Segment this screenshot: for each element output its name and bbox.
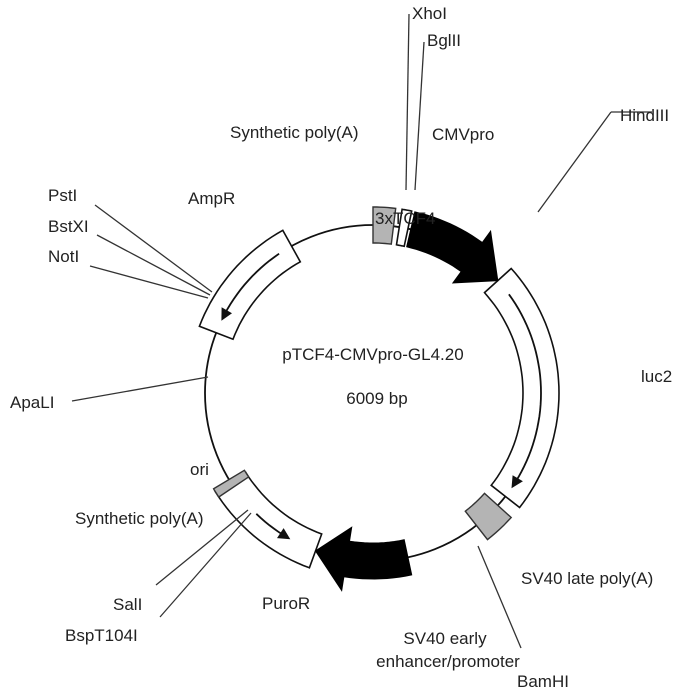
sv40-late-polya-label: SV40 late poly(A) bbox=[521, 569, 653, 588]
sv40-late-polya-feature[interactable] bbox=[464, 492, 513, 541]
cmvpro-label: CMVpro bbox=[432, 125, 494, 144]
sali-leader-line bbox=[155, 509, 249, 586]
apali-label: ApaLI bbox=[10, 393, 54, 412]
noti-leader-line bbox=[89, 265, 209, 299]
ampr-direction-arrowhead bbox=[221, 307, 232, 321]
synthetic-polya-bottom-feature[interactable] bbox=[212, 469, 250, 498]
tcf4-feature[interactable] bbox=[395, 208, 413, 248]
noti-label: NotI bbox=[48, 247, 79, 266]
ampr-feature[interactable] bbox=[198, 229, 302, 341]
hindiii-leader-line-b bbox=[537, 111, 612, 213]
luc2-label: luc2 bbox=[641, 367, 672, 386]
puror-label: PuroR bbox=[262, 594, 310, 613]
bamhi-label: BamHI bbox=[517, 672, 569, 691]
hindiii-label: HindIII bbox=[620, 106, 669, 125]
bamhi-leader-line bbox=[477, 545, 522, 649]
ampr-direction-arrow bbox=[223, 252, 280, 315]
bstxi-label: BstXI bbox=[48, 217, 89, 236]
ampr-label: AmpR bbox=[188, 189, 235, 208]
sali-label: SalI bbox=[113, 595, 142, 614]
ori-label: ori bbox=[190, 460, 209, 479]
bglii-label: BglII bbox=[427, 31, 461, 50]
puror-direction-arrowhead bbox=[277, 528, 291, 540]
psti-label: PstI bbox=[48, 186, 77, 205]
luc2-direction-arrow bbox=[508, 293, 542, 483]
plasmid-size-label: 6009 bp bbox=[346, 389, 407, 408]
tcf4-label: 3xTCF4 bbox=[375, 209, 435, 228]
luc2-feature[interactable] bbox=[483, 267, 560, 509]
synthetic-polya-top-feature[interactable] bbox=[372, 206, 397, 245]
bglii-leader-line bbox=[414, 41, 425, 191]
apali-leader-line bbox=[71, 376, 209, 402]
cmvpro-feature[interactable] bbox=[406, 211, 499, 284]
bspt104i-leader-line bbox=[159, 512, 252, 618]
sv40-early-label-line1: SV40 early bbox=[403, 629, 487, 648]
sv40-early-label-line2: enhancer/promoter bbox=[376, 652, 520, 671]
puror-direction-arrow bbox=[255, 513, 285, 537]
plasmid-name-label: pTCF4-CMVpro-GL4.20 bbox=[282, 345, 463, 364]
xhoi-leader-line bbox=[405, 13, 410, 191]
sv40-early-promoter-feature[interactable] bbox=[314, 526, 413, 592]
bspt104i-label: BspT104I bbox=[65, 626, 138, 645]
bstxi-leader-line bbox=[96, 234, 211, 296]
psti-leader-line bbox=[94, 204, 213, 293]
synthetic-polya-top-label: Synthetic poly(A) bbox=[230, 123, 359, 142]
synthetic-polya-bottom-label: Synthetic poly(A) bbox=[75, 509, 204, 528]
luc2-direction-arrowhead bbox=[511, 475, 523, 489]
xhoi-label: XhoI bbox=[412, 4, 447, 23]
